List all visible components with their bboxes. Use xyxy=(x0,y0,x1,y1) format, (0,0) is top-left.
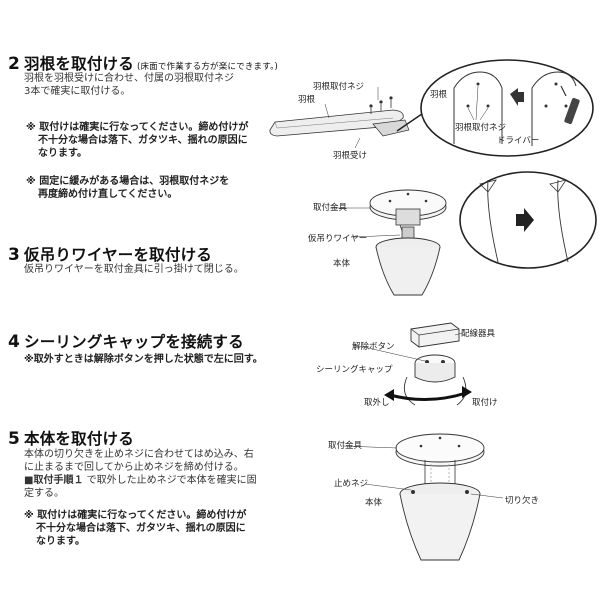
step5-note-line: 不十分な場合は落下、ガタツキ、揺れの原因に xyxy=(36,523,246,534)
step5-note: ※ 取付けは確実に行なってください。締め付けが 不十分な場合は落下、ガタツキ、揺… xyxy=(24,509,246,548)
label-stop-screw: 止めネジ xyxy=(334,479,369,489)
fan-body-mount-illustration xyxy=(342,433,504,561)
step5-body-line: に止まるまで回してから止めネジを締め付ける。 xyxy=(24,462,244,473)
step5-body-line: 定する。 xyxy=(24,488,64,499)
label-blade-holder: 羽根受け xyxy=(333,151,368,161)
label-main-step3: 本体 xyxy=(333,259,351,269)
label-mount-step5: 取付金具 xyxy=(328,441,363,451)
label-wiring-fixture: 配線器具 xyxy=(461,329,496,339)
step2-note1-line: 不十分な場合は落下、ガタツキ、揺れの原因に xyxy=(38,135,248,146)
label-notch: 切り欠き xyxy=(505,496,540,506)
step2-number: 2 xyxy=(8,54,21,74)
step5-note-line: ※ 取付けは確実に行なってください。締め付けが xyxy=(24,510,247,521)
step4-title: シーリングキャップを接続する xyxy=(24,333,244,351)
step5-bold-prefix: ■取付手順１ xyxy=(24,475,84,486)
step2-note1-line: ※ 取付けは確実に行なってください。締め付けが xyxy=(26,122,249,133)
step3-body: 仮吊りワイヤーを取付金具に引っ掛けて閉じる。 xyxy=(24,264,244,275)
label-blade-circle: 羽根 xyxy=(430,90,448,100)
step2-note1-line: なります。 xyxy=(38,148,87,159)
step5-body-line: 本体の切り欠きを止めネジに合わせてはめ込み、右 xyxy=(24,449,254,460)
ceiling-cap-illustration xyxy=(354,322,467,406)
step2-note1: ※ 取付けは確実に行なってください。締め付けが 不十分な場合は落下、ガタツキ、揺… xyxy=(26,121,248,160)
label-main-step5: 本体 xyxy=(365,498,383,508)
step5-bold-rest: で取外した止めネジで本体を確実に固 xyxy=(83,475,257,486)
step2-note2-line: ※ 固定に緩みがある場合は、羽根取付ネジを xyxy=(26,176,230,187)
step5-body: 本体の切り欠きを止めネジに合わせてはめ込み、右 に止まるまで回してから止めネジを… xyxy=(24,448,257,500)
step2-body-line: 羽根を羽根受けに合わせ、付属の羽根取付ネジ xyxy=(24,73,234,84)
step2-note2: ※ 固定に緩みがある場合は、羽根取付ネジを 再度締め付け直してください。 xyxy=(26,175,229,201)
fan-body-wire-illustration xyxy=(330,189,447,296)
step2-subtitle: (床面で作業する方が楽にできます。) xyxy=(136,62,279,72)
step3-title: 仮吊りワイヤーを取付ける xyxy=(24,246,212,264)
rotate-arrow xyxy=(384,386,472,402)
step2-note2-line: 再度締め付け直してください。 xyxy=(38,189,178,200)
step2-body: 羽根を羽根受けに合わせ、付属の羽根取付ネジ 3本で確実に取付ける。 xyxy=(24,72,234,98)
step2-title: 羽根を取付ける xyxy=(24,55,134,73)
step4-number: 4 xyxy=(8,332,21,352)
step5-note-line: なります。 xyxy=(36,536,85,547)
step2-body-line: 3本で確実に取付ける。 xyxy=(24,86,131,97)
step5-number: 5 xyxy=(8,429,21,449)
label-ceiling-cap: シーリングキャップ xyxy=(316,365,393,375)
step4-note: ※取外すときは解除ボタンを押した状態で左に回す。 xyxy=(24,354,263,365)
blade-screw-detail-circle xyxy=(420,59,594,157)
label-blade-screw-circle: 羽根取付ネジ xyxy=(455,123,507,133)
step5-body-line-bold: ■取付手順１ で取外した止めネジで本体を確実に固 xyxy=(24,474,257,487)
wire-hook-detail-circle xyxy=(459,171,597,269)
label-blade-screw: 羽根取付ネジ xyxy=(313,82,365,92)
step3-number: 3 xyxy=(8,245,21,265)
step5-title: 本体を取付ける xyxy=(24,430,134,448)
label-attach: 取付け xyxy=(472,398,498,408)
label-wire: 仮吊りワイヤー xyxy=(308,234,368,244)
blade-illustration xyxy=(269,87,410,149)
label-driver: ドライバー xyxy=(497,136,540,146)
label-remove: 取外し xyxy=(364,398,390,408)
label-release-button: 解除ボタン xyxy=(352,342,395,352)
label-blade: 羽根 xyxy=(298,95,316,105)
label-mount-step3: 取付金具 xyxy=(313,203,348,213)
